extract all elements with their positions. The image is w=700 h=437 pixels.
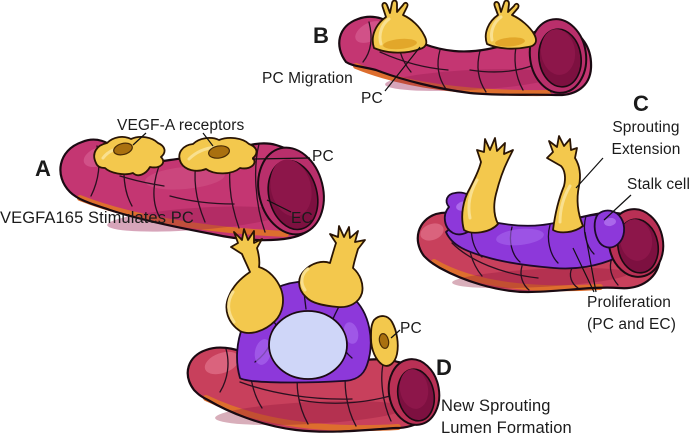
leader-lines [132, 46, 632, 339]
new-lumen [268, 310, 348, 380]
migrating-pericyte [371, 0, 428, 54]
panel-c-sprouts [461, 135, 584, 234]
pericyte-nucleus [113, 142, 133, 156]
label-pc-migration: PC Migration [262, 70, 353, 87]
stalk-cell-purple [593, 209, 625, 249]
label-vegfa-receptors: VEGF-A receptors [117, 117, 245, 134]
pc-pointer-line [251, 157, 311, 160]
proliferation-pointer-line [584, 231, 597, 293]
vessel-underside [203, 395, 401, 432]
panel-d-caption: New Sprouting Lumen Formation [441, 397, 572, 437]
label-pc-a: PC [312, 148, 334, 165]
receptors-pointer-line [132, 132, 147, 146]
pc-migration-pointer-line [384, 46, 421, 92]
panel-a-caption: VEGFA165 Stimulates PC [0, 209, 194, 227]
pericyte [298, 225, 366, 308]
vessel-open-end [528, 18, 588, 94]
receptors-pointer-line [202, 132, 214, 147]
sprouting-pointer-line [575, 157, 604, 189]
pc-d-pointer-line [390, 329, 401, 339]
pericyte [93, 136, 166, 177]
panel-d-letter: D [436, 355, 452, 380]
sprout-tip-pericyte [546, 135, 584, 234]
pericyte-nucleus [208, 145, 230, 159]
label-ec-a: EC [291, 210, 313, 227]
proliferation-pointer-line [572, 247, 595, 293]
panel-c-vessel [416, 191, 665, 294]
panel-a-pericytes [93, 136, 258, 177]
sprout-tip-pericyte [461, 137, 514, 234]
label-stalk-cell: Stalk cell [627, 176, 691, 193]
label-proliferation: Proliferation (PC and EC) [587, 294, 676, 334]
ec-pointer-line [266, 199, 292, 213]
stalk-pointer-line [603, 194, 632, 221]
vessel-underside [77, 195, 289, 237]
label-sprouting-extension: Sprouting Extension [611, 119, 681, 159]
vessel-underside [431, 259, 603, 292]
pericyte-nucleus [378, 333, 390, 349]
vessel-open-end [387, 358, 441, 426]
panel-a-letter: A [35, 156, 51, 181]
vessel-open-end [257, 146, 325, 236]
label-pc-d: PC [400, 320, 422, 337]
pericyte [225, 228, 284, 334]
migrating-pericyte [484, 0, 537, 50]
label-pc-b: PC [361, 90, 383, 107]
endothelial-cell-borders [90, 143, 266, 233]
panel-b-letter: B [313, 23, 329, 48]
panel-d-pericytes [225, 225, 399, 367]
panel-b-pericytes [371, 0, 537, 54]
panel-c-letter: C [633, 91, 649, 116]
